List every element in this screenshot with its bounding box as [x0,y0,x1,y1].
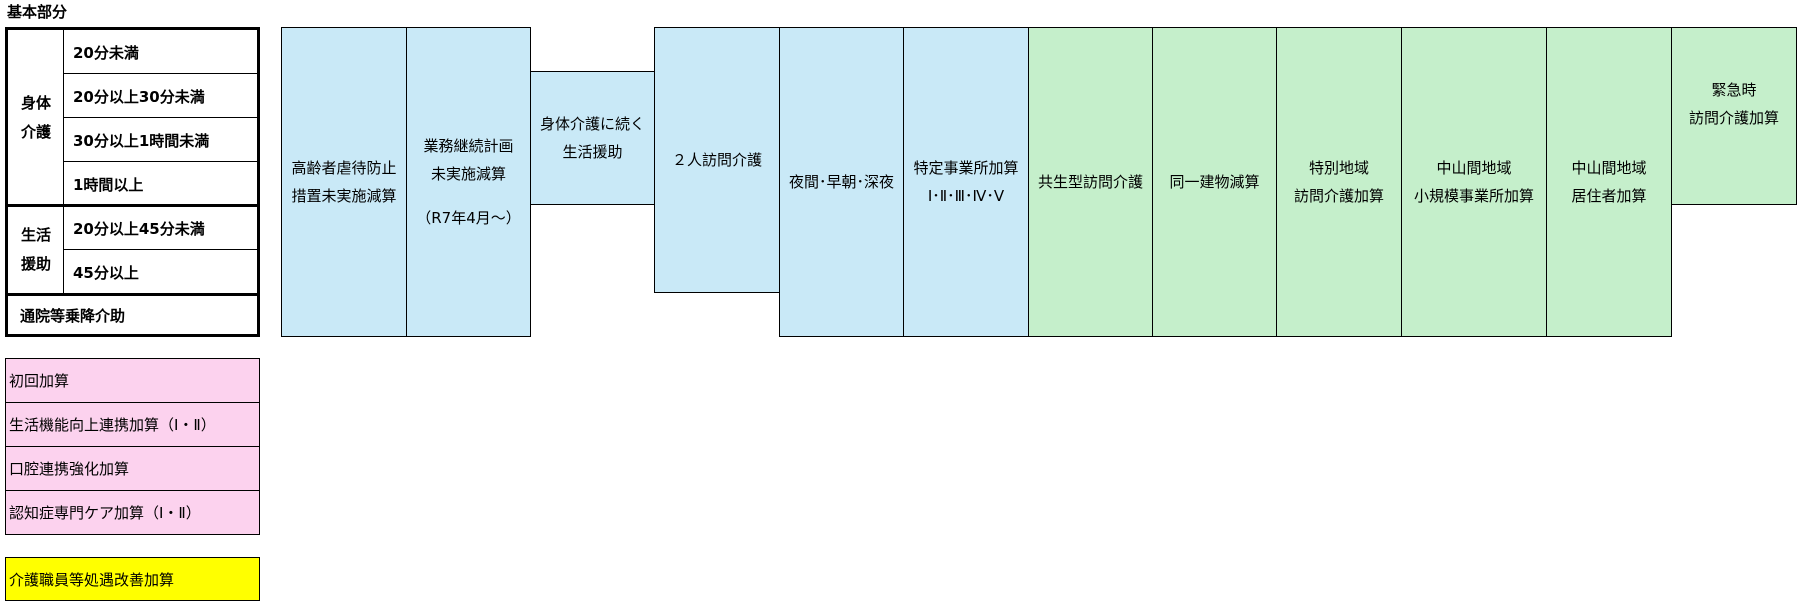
list-item: 口腔連携強化加算 [6,447,259,491]
list-item: 認知症専門ケア加算（Ⅰ・Ⅱ） [9,504,201,522]
treatment-improvement-addition: 介護職員等処遇改善加算 [5,557,260,601]
group-label-line: 介護 [20,123,51,141]
group-label-physical-care: 身体 介護 [8,30,64,206]
column-specified-office-addition: 特定事業所加算 Ⅰ･Ⅱ･Ⅲ･Ⅳ･Ⅴ [903,27,1029,337]
column-same-building-reduction: 同一建物減算 [1152,27,1277,337]
column-line: 特定事業所加算 [913,159,1019,177]
column-line: 業務継続計画 [423,137,514,155]
column-line: 訪問介護加算 [1688,109,1779,127]
column-line: 生活援助 [562,143,623,161]
column-line: 緊急時 [1711,81,1757,99]
divider [64,249,257,250]
table-row: 45分以上 [73,263,139,282]
column-mountain-resident-addition: 中山間地域 居住者加算 [1546,27,1672,337]
divider [64,73,257,74]
column-line: 中山間地域 [1571,159,1647,177]
column-night-early-late: 夜間･早朝･深夜 [779,27,904,337]
table-footer-row: 通院等乗降介助 [20,306,126,325]
group-label-line: 生活 [20,226,51,244]
column-line: 訪問介護加算 [1293,187,1384,205]
table-row: 1時間以上 [73,175,144,194]
group-label-living-support: 生活 援助 [8,206,64,294]
table-row: 30分以上1時間未満 [73,131,210,150]
group-label-line: 身体 [20,94,51,112]
column-line: 居住者加算 [1571,187,1647,205]
column-living-support-after-care: 身体介護に続く 生活援助 [530,71,655,205]
column-line: 同一建物減算 [1169,173,1260,191]
table-row: 20分未満 [73,43,139,62]
column-emergency-visit-addition: 緊急時 訪問介護加算 [1671,27,1797,205]
divider [64,117,257,118]
divider [64,161,257,162]
column-line: 共生型訪問介護 [1037,173,1143,191]
divider [8,204,257,207]
divider [8,293,257,296]
column-note: （R7年4月～） [416,209,521,227]
list-item: 初回加算 [6,359,259,403]
column-line: 身体介護に続く [539,115,645,133]
section-title: 基本部分 [7,3,68,21]
column-line: 特別地域 [1308,159,1369,177]
column-elder-abuse-reduction: 高齢者虐待防止 措置未実施減算 [281,27,407,337]
column-line: 未実施減算 [430,165,506,183]
column-line: Ⅰ･Ⅱ･Ⅲ･Ⅳ･Ⅴ [927,187,1005,205]
column-symbiotic-home-care: 共生型訪問介護 [1028,27,1153,337]
column-two-person-visit: ２人訪問介護 [654,27,780,293]
group-label-line: 援助 [20,255,51,273]
table-row: 20分以上30分未満 [73,87,205,106]
divider [63,30,64,294]
column-line: 高齢者虐待防止 [291,159,397,177]
column-bcp-reduction: 業務継続計画 未実施減算 （R7年4月～） [406,27,531,337]
column-line: 中山間地域 [1436,159,1512,177]
additions-list: 初回加算 生活機能向上連携加算（Ⅰ・Ⅱ） 口腔連携強化加算 認知症専門ケア加算（… [5,358,260,535]
column-line: 夜間･早朝･深夜 [788,173,894,191]
column-special-area-addition: 特別地域 訪問介護加算 [1276,27,1402,337]
column-mountain-small-office-addition: 中山間地域 小規模事業所加算 [1401,27,1547,337]
list-item: 生活機能向上連携加算（Ⅰ・Ⅱ） [6,403,259,447]
column-line: 措置未実施減算 [291,187,397,205]
column-line: 小規模事業所加算 [1413,187,1534,205]
column-line: ２人訪問介護 [671,151,762,169]
base-service-table: 身体 介護 20分未満 20分以上30分未満 30分以上1時間未満 1時間以上 … [5,27,260,337]
table-row: 20分以上45分未満 [73,219,205,238]
